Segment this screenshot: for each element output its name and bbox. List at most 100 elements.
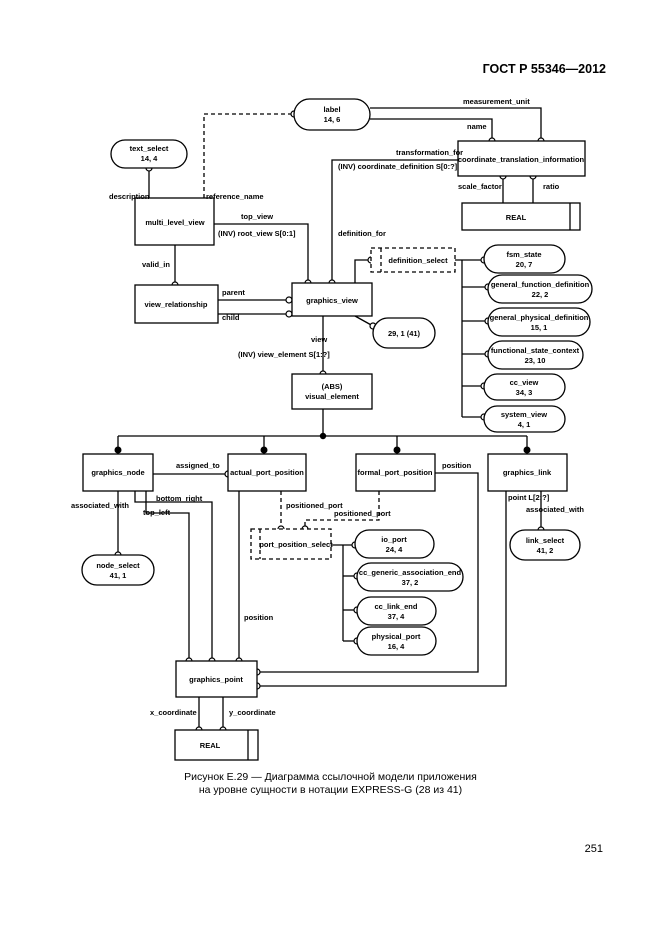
system-view-ref-box bbox=[483, 405, 566, 433]
cc-generic-association-end-name: cc_generic_association_end bbox=[359, 568, 462, 577]
physical-port-ref-box bbox=[356, 626, 437, 656]
edge-label-position-formal: position bbox=[442, 461, 472, 470]
general-function-definition-ref-box bbox=[487, 274, 593, 304]
port-position-select-box bbox=[250, 528, 332, 560]
cc-generic-association-end-ref: 37, 2 bbox=[402, 578, 419, 587]
edge-label-definition-for: definition_for bbox=[338, 229, 386, 238]
edge-label-child: child bbox=[222, 313, 240, 322]
edge-label-inv-root-view: (INV) root_view S[0:1] bbox=[218, 229, 296, 238]
cc-link-end-ref: 37, 4 bbox=[388, 612, 406, 621]
cc-link-end-name: cc_link_end bbox=[375, 602, 418, 611]
system-view-name: system_view bbox=[501, 410, 547, 419]
multi-level-view-box bbox=[134, 197, 215, 246]
edge-label-top-left: top_left bbox=[143, 508, 171, 517]
general-function-definition-ref: 22, 2 bbox=[532, 290, 549, 299]
edge-label-valid-in: valid_in bbox=[142, 260, 170, 269]
edge-label-associated-with-node: associated_with bbox=[71, 501, 129, 510]
label-ref-box bbox=[293, 98, 371, 131]
graphics-view-name: graphics_view bbox=[306, 296, 358, 305]
edge-label-associated-with-link: associated_with bbox=[526, 505, 584, 514]
formal-port-position-box bbox=[355, 453, 436, 492]
fsm-state-ref: 20, 7 bbox=[516, 260, 533, 269]
view-relationship-box bbox=[134, 284, 219, 324]
cc-view-name: cc_view bbox=[510, 378, 539, 387]
port-position-select-name: port_position_select bbox=[259, 540, 333, 549]
edge-label-inv-view-element: (INV) view_element S[1:?] bbox=[238, 350, 330, 359]
real-top-label: REAL bbox=[506, 213, 527, 222]
view-relationship-name: view_relationship bbox=[145, 300, 208, 309]
text-select-name: text_select bbox=[130, 144, 169, 153]
label-ref: 14, 6 bbox=[324, 115, 341, 124]
link-select-name: link_select bbox=[526, 536, 565, 545]
graphics-point-name: graphics_point bbox=[189, 675, 243, 684]
functional-state-context-name: functional_state_context bbox=[491, 346, 580, 355]
definition-select-name: definition_select bbox=[388, 256, 448, 265]
general-physical-definition-ref-box bbox=[487, 307, 591, 337]
visual-element-abs: (ABS) bbox=[322, 382, 343, 391]
visual-element-box bbox=[291, 373, 373, 410]
link-select-ref: 41, 2 bbox=[537, 546, 554, 555]
edge-label-top-view: top_view bbox=[241, 212, 273, 221]
multi-level-view-name: multi_level_view bbox=[145, 218, 204, 227]
formal-port-position-name: formal_port_position bbox=[357, 468, 432, 477]
ref-29-1-box bbox=[372, 317, 436, 349]
graphics-point-box bbox=[175, 660, 258, 698]
node-select-ref: 41, 1 bbox=[110, 571, 127, 580]
label-name: label bbox=[323, 105, 340, 114]
edge-label-point-l: point L[2:?] bbox=[508, 493, 550, 502]
physical-port-ref: 16, 4 bbox=[388, 642, 406, 651]
edge-label-view: view bbox=[311, 335, 327, 344]
fsm-state-ref-box bbox=[483, 244, 566, 274]
text-select-ref-box bbox=[110, 139, 188, 169]
system-view-ref: 4, 1 bbox=[518, 420, 531, 429]
figure-caption: Рисунок Е.29 — Диаграмма ссылочной модел… bbox=[0, 771, 661, 797]
cc-generic-association-end-ref-box bbox=[356, 562, 464, 592]
document-header: ГОСТ Р 55346—2012 bbox=[482, 62, 606, 76]
node-select-ref-box bbox=[81, 554, 155, 586]
edge-label-description: description bbox=[109, 192, 150, 201]
definition-select-box bbox=[370, 247, 456, 273]
edge-label-assigned-to: assigned_to bbox=[176, 461, 220, 470]
io-port-ref-box bbox=[354, 529, 435, 559]
edge-label-parent: parent bbox=[222, 288, 245, 297]
actual-port-position-box bbox=[227, 453, 307, 492]
edge-label-measurement-unit: measurement_unit bbox=[463, 97, 530, 106]
coordinate-translation-information-name: coordinate_translation_information bbox=[458, 155, 585, 164]
graphics-view-box bbox=[291, 282, 373, 317]
functional-state-context-ref-box bbox=[487, 340, 584, 370]
ref-29-1-label: 29, 1 (41) bbox=[388, 329, 421, 338]
edge-label-x-coordinate: x_coordinate bbox=[150, 708, 197, 717]
io-port-ref: 24, 4 bbox=[386, 545, 404, 554]
edge-label-inv-coordinate-definition: (INV) coordinate_definition S[0:?] bbox=[338, 162, 458, 171]
fsm-state-name: fsm_state bbox=[506, 250, 541, 259]
general-physical-definition-ref: 15, 1 bbox=[531, 323, 548, 332]
graphics-node-box bbox=[82, 453, 154, 492]
edge-label-scale-factor: scale_factor bbox=[458, 182, 502, 191]
page-number: 251 bbox=[584, 843, 603, 855]
general-function-definition-name: general_function_definition bbox=[491, 280, 590, 289]
link-select-ref-box bbox=[509, 529, 581, 561]
visual-element-name: visual_element bbox=[305, 392, 359, 401]
graphics-link-box bbox=[487, 453, 568, 492]
actual-port-position-name: actual_port_position bbox=[230, 468, 304, 477]
edge-label-ratio: ratio bbox=[543, 182, 560, 191]
edge-label-position-actual: position bbox=[244, 613, 274, 622]
graphics-link-name: graphics_link bbox=[503, 468, 552, 477]
edge-label-bottom-right: bottom_right bbox=[156, 494, 203, 503]
real-bottom-box bbox=[174, 729, 259, 761]
edge-label-transformation-for: transformation_for bbox=[396, 148, 463, 157]
cc-view-ref: 34, 3 bbox=[516, 388, 533, 397]
node-select-name: node_select bbox=[96, 561, 140, 570]
caption-line-1: Рисунок Е.29 — Диаграмма ссылочной модел… bbox=[184, 771, 477, 783]
functional-state-context-ref: 23, 10 bbox=[525, 356, 546, 365]
io-port-name: io_port bbox=[381, 535, 407, 544]
edge-label-positioned-port-actual: positioned_port bbox=[286, 501, 343, 510]
edge-label-positioned-port-formal: positioned_port bbox=[334, 509, 391, 518]
edge-label-reference-name: reference_name bbox=[206, 192, 264, 201]
cc-link-end-ref-box bbox=[356, 596, 437, 626]
caption-line-2: на уровне сущности в нотации EXPRESS-G (… bbox=[198, 784, 463, 796]
general-physical-definition-name: general_physical_definition bbox=[490, 313, 589, 322]
real-bottom-label: REAL bbox=[200, 741, 221, 750]
graphics-node-name: graphics_node bbox=[91, 468, 144, 477]
